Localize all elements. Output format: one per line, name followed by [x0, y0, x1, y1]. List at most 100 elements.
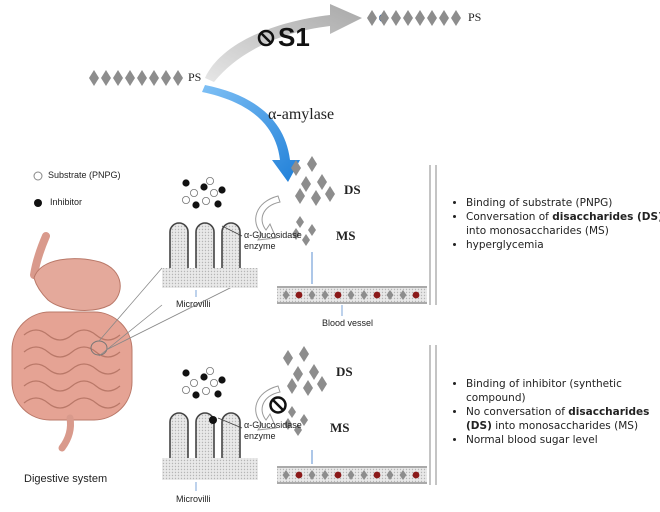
disaccharide-unit	[291, 160, 301, 176]
glucose-unit	[347, 290, 355, 300]
disaccharide-unit	[307, 156, 317, 172]
glucose-unit	[321, 290, 329, 300]
s1-label: S1	[278, 22, 310, 52]
glucose-unit	[399, 470, 407, 480]
disaccharide-unit	[325, 186, 335, 202]
upper-notes: Binding of substrate (PNPG) Conversation…	[452, 196, 660, 252]
inhibitor-molecule	[200, 183, 208, 191]
microvilli-label-upper: Microvilli	[176, 299, 211, 309]
glucosidase-label-upper-2: enzyme	[244, 241, 276, 251]
blood-cell	[334, 471, 342, 479]
note-item: hyperglycemia	[466, 238, 660, 252]
substrate-molecule	[181, 195, 190, 204]
polysaccharide-unit	[161, 70, 171, 86]
polysaccharide-unit	[439, 10, 449, 26]
disaccharide-unit	[301, 176, 311, 192]
polysaccharide-unit	[89, 70, 99, 86]
polysaccharide-unit	[415, 10, 425, 26]
polysaccharide-unit	[451, 10, 461, 26]
curved-reaction-arrow	[255, 385, 281, 431]
polysaccharide-unit	[391, 10, 401, 26]
inhibitor-legend-label: Inhibitor	[50, 197, 83, 207]
digestive-system-label: Digestive system	[24, 473, 108, 485]
disaccharide-unit	[317, 376, 327, 392]
inhibitor-legend-symbol	[34, 199, 42, 207]
note-item: Conversation of disaccharides (DS) into …	[466, 210, 660, 238]
polysaccharide-unit	[113, 70, 123, 86]
ms-label-upper: MS	[336, 228, 356, 243]
note-item: Binding of inhibitor (synthetic compound…	[466, 377, 660, 405]
disaccharide-unit	[293, 366, 303, 382]
glucose-unit	[308, 470, 316, 480]
disaccharide-unit	[317, 174, 327, 190]
blood-cell	[295, 471, 303, 479]
polysaccharide-unit	[427, 10, 437, 26]
zoom-line	[98, 304, 163, 357]
substrate-molecule	[205, 176, 214, 185]
enzyme-alpha-amylase-label: α-amylase	[268, 106, 335, 123]
disaccharide-unit	[311, 190, 321, 206]
monosaccharide-unit	[300, 414, 308, 426]
monosaccharide-unit	[288, 406, 296, 418]
monosaccharide-unit	[284, 418, 292, 430]
disaccharide-unit	[303, 380, 313, 396]
disaccharide-unit	[309, 364, 319, 380]
curved-reaction-arrow	[255, 195, 281, 241]
glucose-unit	[399, 290, 407, 300]
disaccharide-unit	[295, 188, 305, 204]
substrate-molecule	[209, 378, 218, 387]
blood-cell	[373, 291, 381, 299]
polysaccharide-unit	[379, 10, 389, 26]
blood-cell	[295, 291, 303, 299]
polysaccharide-unit	[403, 10, 413, 26]
glucose-unit	[360, 470, 368, 480]
glucose-unit	[386, 290, 394, 300]
polysaccharide-unit	[367, 10, 377, 26]
polysaccharide-unit	[137, 70, 147, 86]
inhibitor-molecule	[182, 179, 190, 187]
monosaccharide-unit	[308, 224, 316, 236]
lower-notes: Binding of inhibitor (synthetic compound…	[452, 377, 660, 447]
glucosidase-label-upper-1: α-Glucosidase	[244, 230, 302, 240]
inhibitor-molecule	[200, 373, 208, 381]
ds-label-lower: DS	[336, 364, 353, 379]
glucose-unit	[282, 470, 290, 480]
blue-curved-arrow	[202, 85, 300, 182]
disaccharide-unit	[299, 346, 309, 362]
substrate-molecule	[201, 386, 210, 395]
substrate-molecule	[189, 188, 198, 197]
substrate-legend-label: Substrate (PNPG)	[48, 170, 121, 180]
glucosidase-label-lower-1: α-Glucosidase	[244, 420, 302, 430]
ds-label-upper: DS	[344, 182, 361, 197]
ms-label-lower: MS	[330, 420, 350, 435]
note-item: Binding of substrate (PNPG)	[466, 196, 660, 210]
inhibitor-molecule	[192, 201, 200, 209]
substrate-molecule	[205, 366, 214, 375]
glucose-unit	[282, 290, 290, 300]
inhibitor-molecule	[218, 376, 226, 384]
prohibition-icon	[269, 396, 287, 414]
inhibitor-molecule	[182, 369, 190, 377]
note-item: Normal blood sugar level	[466, 433, 660, 447]
inhibitor-molecule	[214, 200, 222, 208]
disaccharide-unit	[287, 378, 297, 394]
blood-cell	[373, 471, 381, 479]
zoom-line	[98, 267, 163, 342]
polysaccharide-unit	[173, 70, 183, 86]
substrate-legend-symbol	[33, 171, 43, 181]
blood-vessel-label: Blood vessel	[322, 318, 374, 328]
inhibitor-molecule	[192, 391, 200, 399]
substrate-molecule	[209, 188, 218, 197]
blood-cell	[334, 291, 342, 299]
monosaccharide-unit	[292, 228, 300, 240]
glucose-unit	[347, 470, 355, 480]
disaccharide-unit	[283, 350, 293, 366]
polysaccharide-unit	[149, 70, 159, 86]
blood-cell	[412, 291, 420, 299]
substrate-molecule	[201, 196, 210, 205]
inhibitor-molecule	[214, 390, 222, 398]
polysaccharide-unit	[101, 70, 111, 86]
blood-cell	[412, 471, 420, 479]
gray-curved-arrow	[205, 4, 362, 82]
